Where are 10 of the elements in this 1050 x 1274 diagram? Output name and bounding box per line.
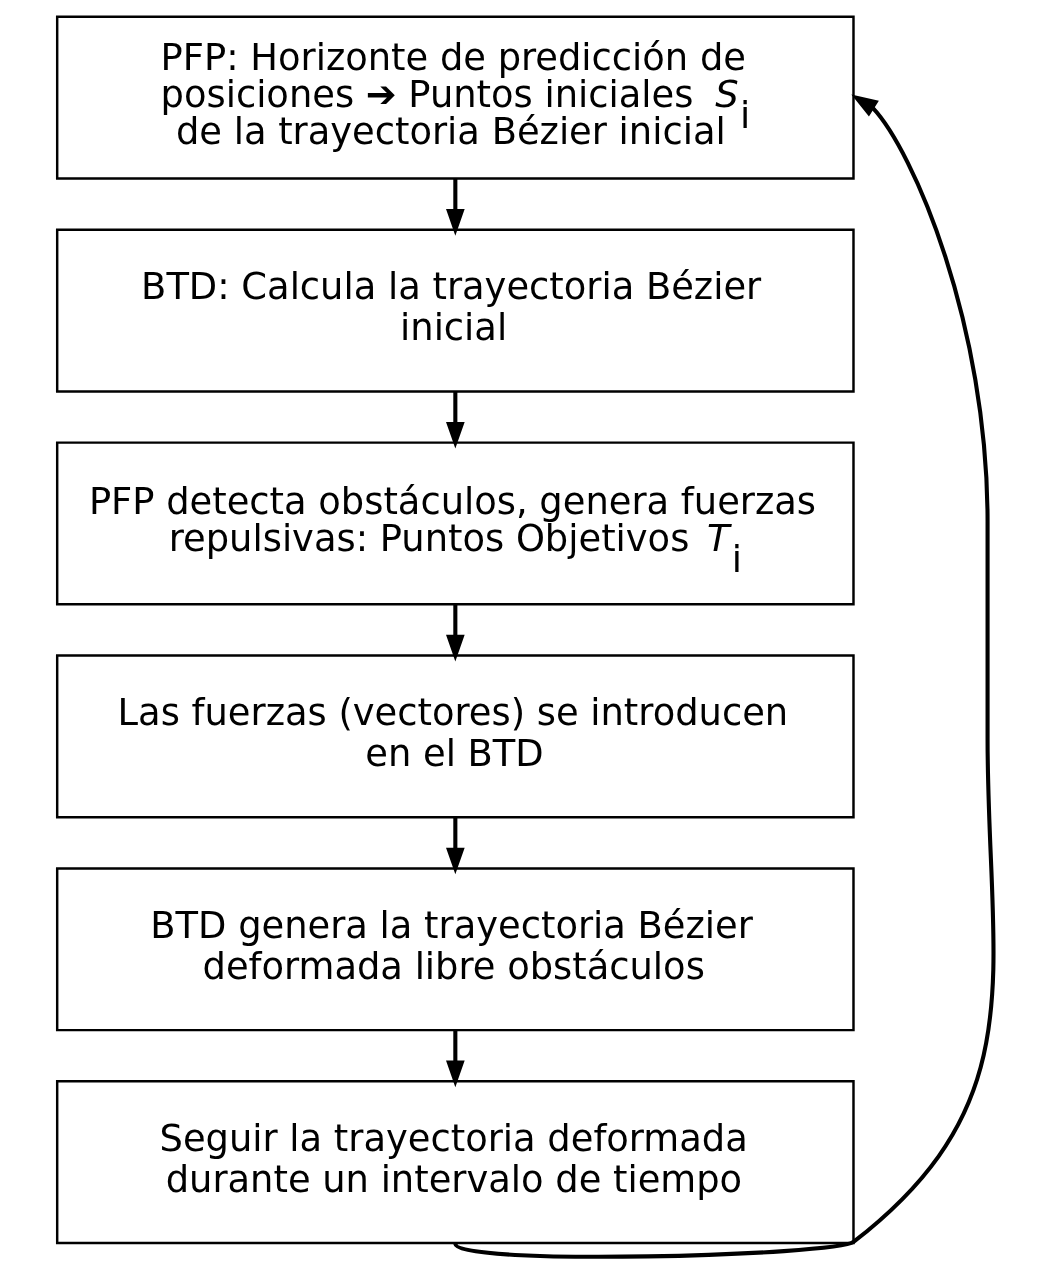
arrow	[445, 391, 465, 449]
node-box: BTD: Calcula la trayectoria Bézier inicial	[55, 228, 855, 393]
arrow	[445, 1030, 465, 1088]
arrow	[445, 817, 465, 875]
arrow	[445, 178, 465, 236]
arrow	[445, 604, 465, 662]
arrow	[454, 94, 995, 1259]
node-box: Las fuerzas (vectores) se introducen en el BTD	[55, 654, 855, 819]
node-box: Seguir la trayectoria deformada durante un intervalo de tiempo	[55, 1080, 855, 1245]
node-box: BTD genera la trayectoria Bézier deformada libre obstáculos	[55, 867, 855, 1032]
